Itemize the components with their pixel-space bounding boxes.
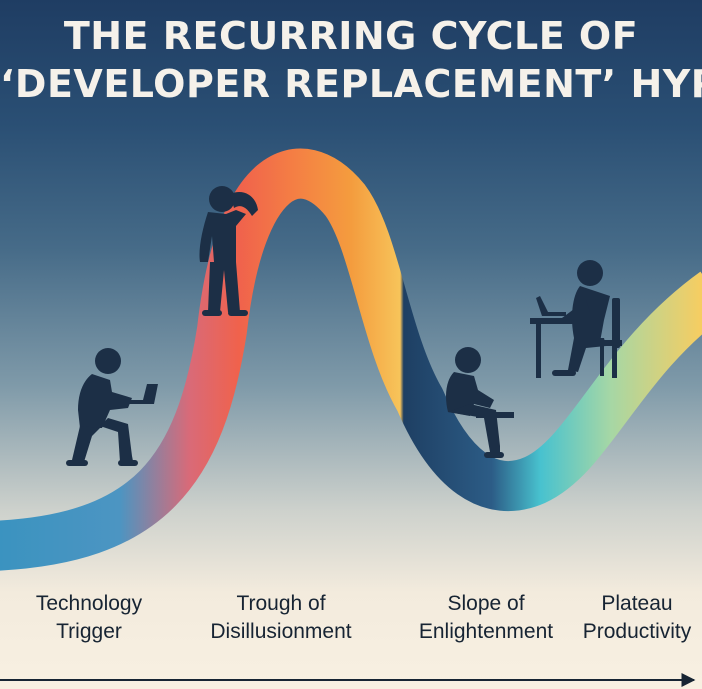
hype-curve xyxy=(0,148,702,571)
stage-label-line: Productivity xyxy=(582,620,692,643)
stage-label-line: Disillusionment xyxy=(210,620,352,643)
timeline-arrow xyxy=(0,673,696,687)
desk-chair-laptop-icon xyxy=(530,260,622,378)
stage-label-line: Trough of xyxy=(236,592,326,615)
stage-label-technology-trigger: Technology Trigger xyxy=(18,590,160,646)
stage-label-slope-of-enlightenment: Slope of Enlightenment xyxy=(404,590,568,646)
sitting-laptop-on-lap-icon xyxy=(446,347,514,458)
title-line-2: ‘DEVELOPER REPLACEMENT’ HYPE xyxy=(0,62,702,106)
stage-label-line: Trigger xyxy=(56,620,122,643)
title-line-1: THE RECURRING CYCLE OF xyxy=(63,14,639,58)
stage-label-line: Technology xyxy=(35,592,143,615)
standing-head-scratch-icon xyxy=(199,186,258,316)
stage-label-line: Plateau xyxy=(601,592,673,615)
crouching-with-laptop-icon xyxy=(66,348,158,466)
stage-label-line: Enlightenment xyxy=(418,620,554,643)
stage-label-plateau-productivity: Plateau Productivity xyxy=(574,590,700,646)
diagram-title: THE RECURRING CYCLE OF ‘DEVELOPER REPLAC… xyxy=(0,12,702,108)
stage-label-line: Slope of xyxy=(447,592,525,615)
stage-label-trough-of-disillusionment: Trough of Disillusionment xyxy=(193,590,369,646)
